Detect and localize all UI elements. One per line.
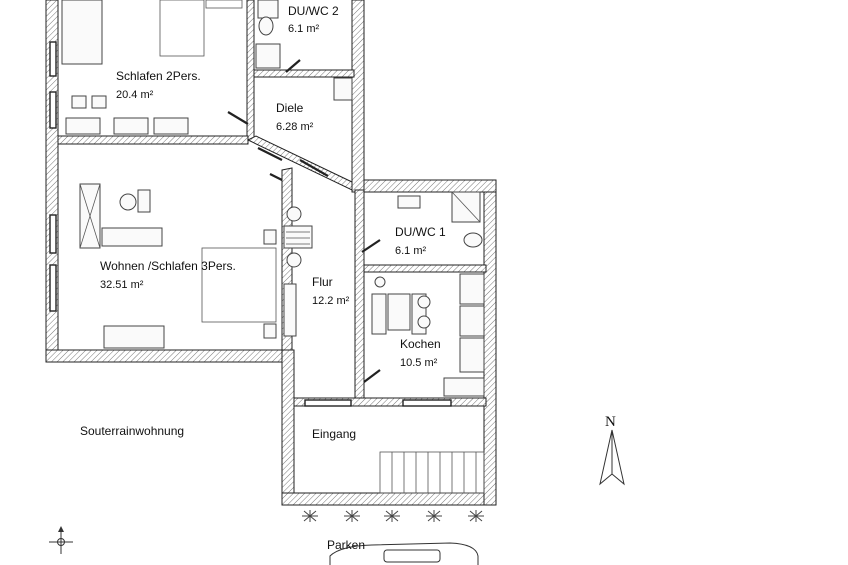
north-label: N (605, 414, 616, 430)
room-name-diele: Diele (276, 101, 304, 115)
interior-walls (57, 0, 487, 407)
room-area-schlafen: 20.4 m² (116, 89, 154, 101)
room-labels: DU/WC 2 6.1 m² Schlafen 2Pers. 20.4 m² D… (80, 4, 446, 552)
car-icon (329, 542, 479, 565)
room-name-schlafen: Schlafen 2Pers. (116, 69, 201, 83)
room-name-du-wc-2: DU/WC 2 (288, 4, 339, 18)
room-name-wohnen: Wohnen /Schlafen 3Pers. (100, 259, 236, 273)
room-name-eingang: Eingang (312, 427, 356, 441)
room-area-du-wc-2: 6.1 m² (288, 23, 320, 35)
plants (302, 510, 484, 522)
crosshair-icon (49, 526, 73, 554)
doors (227, 59, 381, 383)
parking-label: Parken (327, 538, 365, 552)
unit-label: Souterrainwohnung (80, 424, 184, 438)
room-area-du-wc-1: 6.1 m² (395, 245, 427, 257)
room-name-kochen: Kochen (400, 337, 441, 351)
room-area-wohnen: 32.51 m² (100, 279, 144, 291)
room-name-flur: Flur (312, 275, 333, 289)
furniture (61, 0, 485, 494)
room-area-flur: 12.2 m² (312, 295, 350, 307)
room-name-du-wc-1: DU/WC 1 (395, 225, 446, 239)
windows (49, 41, 452, 407)
room-area-diele: 6.28 m² (276, 121, 314, 133)
north-arrow-icon: N (599, 414, 625, 486)
room-area-kochen: 10.5 m² (400, 357, 438, 369)
